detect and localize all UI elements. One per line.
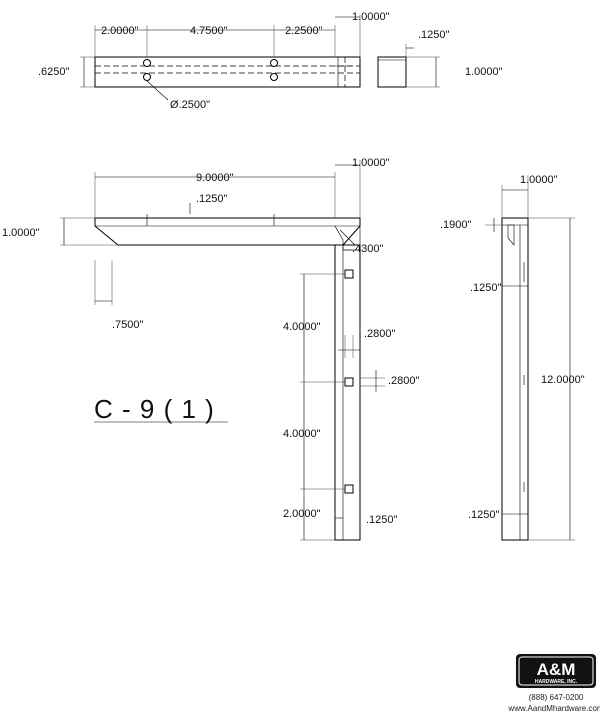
dim-taper: .7500" — [112, 319, 144, 331]
dim-wall-thk: .1250" — [366, 514, 398, 526]
dim-length: 9.0000" — [196, 172, 234, 184]
dim-top-height: .6250" — [38, 66, 70, 78]
dim-end-thk: .1250" — [418, 29, 450, 41]
dim-gusset: .4300" — [352, 243, 384, 255]
end-view-top-outline — [377, 56, 407, 88]
top-view: 2.0000" 4.7500" 2.2500" 1.0000" .6250" Ø… — [38, 11, 390, 111]
dim-top-2in: 2.0000" — [101, 25, 139, 37]
part-label: C - 9 ( 1 ) — [94, 394, 215, 424]
leg-outline — [334, 244, 361, 541]
dim-hole-diameter: Ø.2500" — [170, 99, 210, 111]
slot-2 — [344, 377, 354, 387]
dim-side-lip: .1900" — [440, 219, 472, 231]
dim-end-height: 1.0000" — [465, 66, 503, 78]
dim-slot-height: .2800" — [388, 375, 420, 387]
slot-1 — [344, 269, 354, 279]
arm-outline — [94, 217, 361, 246]
side-view-outline — [501, 217, 529, 541]
dim-front-wall: 1.0000" — [352, 157, 390, 169]
dim-spacing-1: 4.0000" — [283, 321, 321, 333]
hole-1 — [143, 59, 151, 67]
dim-side-thk-top: .1250" — [470, 282, 502, 294]
dim-top-4-75in: 4.7500" — [190, 25, 228, 37]
slot-3 — [344, 484, 354, 494]
logo-tagline: HARDWARE, INC. — [535, 679, 578, 685]
dim-side-thk-bottom: .1250" — [468, 509, 500, 521]
logo-phone: (888) 647-0200 — [529, 693, 584, 702]
logo-badge — [516, 654, 596, 688]
side-view: 1.0000" .1900" .1250" 12.0000" .1250" — [440, 174, 585, 541]
company-logo: A&M HARDWARE, INC. (888) 647-0200 www.Aa… — [507, 654, 600, 713]
top-view-outline — [94, 56, 361, 88]
hole-2 — [143, 73, 151, 81]
dim-side-width: 1.0000" — [520, 174, 558, 186]
logo-name: A&M — [537, 660, 576, 679]
dim-front-height: 1.0000" — [2, 227, 40, 239]
dim-bottom: 2.0000" — [283, 508, 321, 520]
hole-3 — [270, 59, 278, 67]
end-view-top: .1250" 1.0000" — [377, 29, 503, 88]
logo-website: www.AandMhardware.com — [507, 704, 600, 713]
dim-slot-width: .2800" — [364, 328, 396, 340]
dim-top-1in: 1.0000" — [352, 11, 390, 23]
dim-side-height: 12.0000" — [541, 374, 585, 386]
dim-spacing-2: 4.0000" — [283, 428, 321, 440]
dim-front-thk: .1250" — [196, 193, 228, 205]
dim-top-2-25in: 2.2500" — [285, 25, 323, 37]
front-view: 9.0000" 1.0000" .1250" 1.0000" .7500" .4… — [2, 157, 420, 541]
hole-4 — [270, 73, 278, 81]
